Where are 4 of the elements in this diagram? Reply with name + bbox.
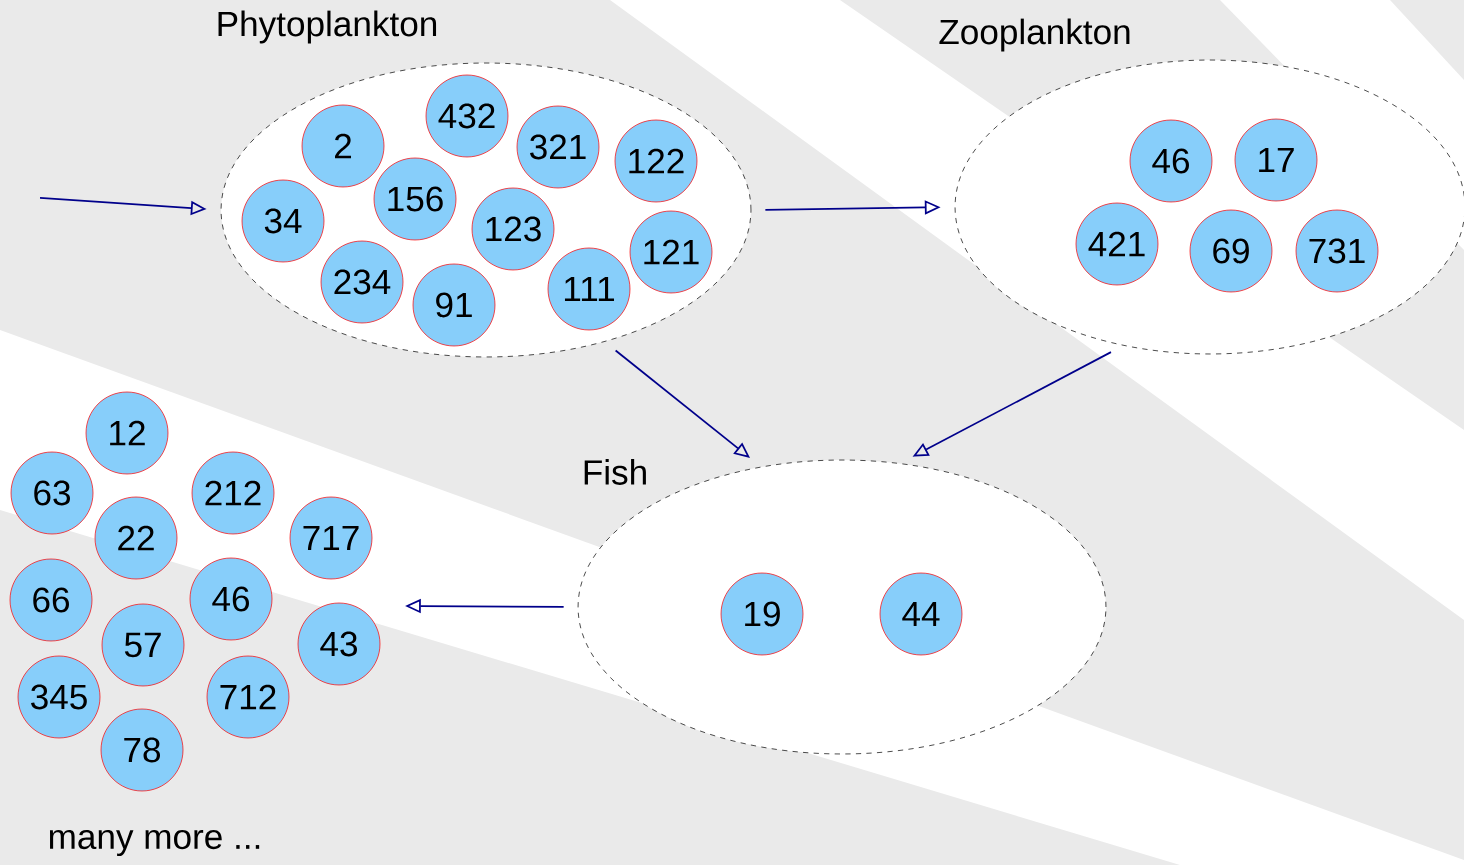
note-text: many more ... — [49, 829, 260, 857]
group-heading: Zooplankton — [939, 18, 1130, 52]
group-heading: Fish — [584, 459, 646, 485]
group-heading: Phytoplankton — [218, 10, 437, 44]
